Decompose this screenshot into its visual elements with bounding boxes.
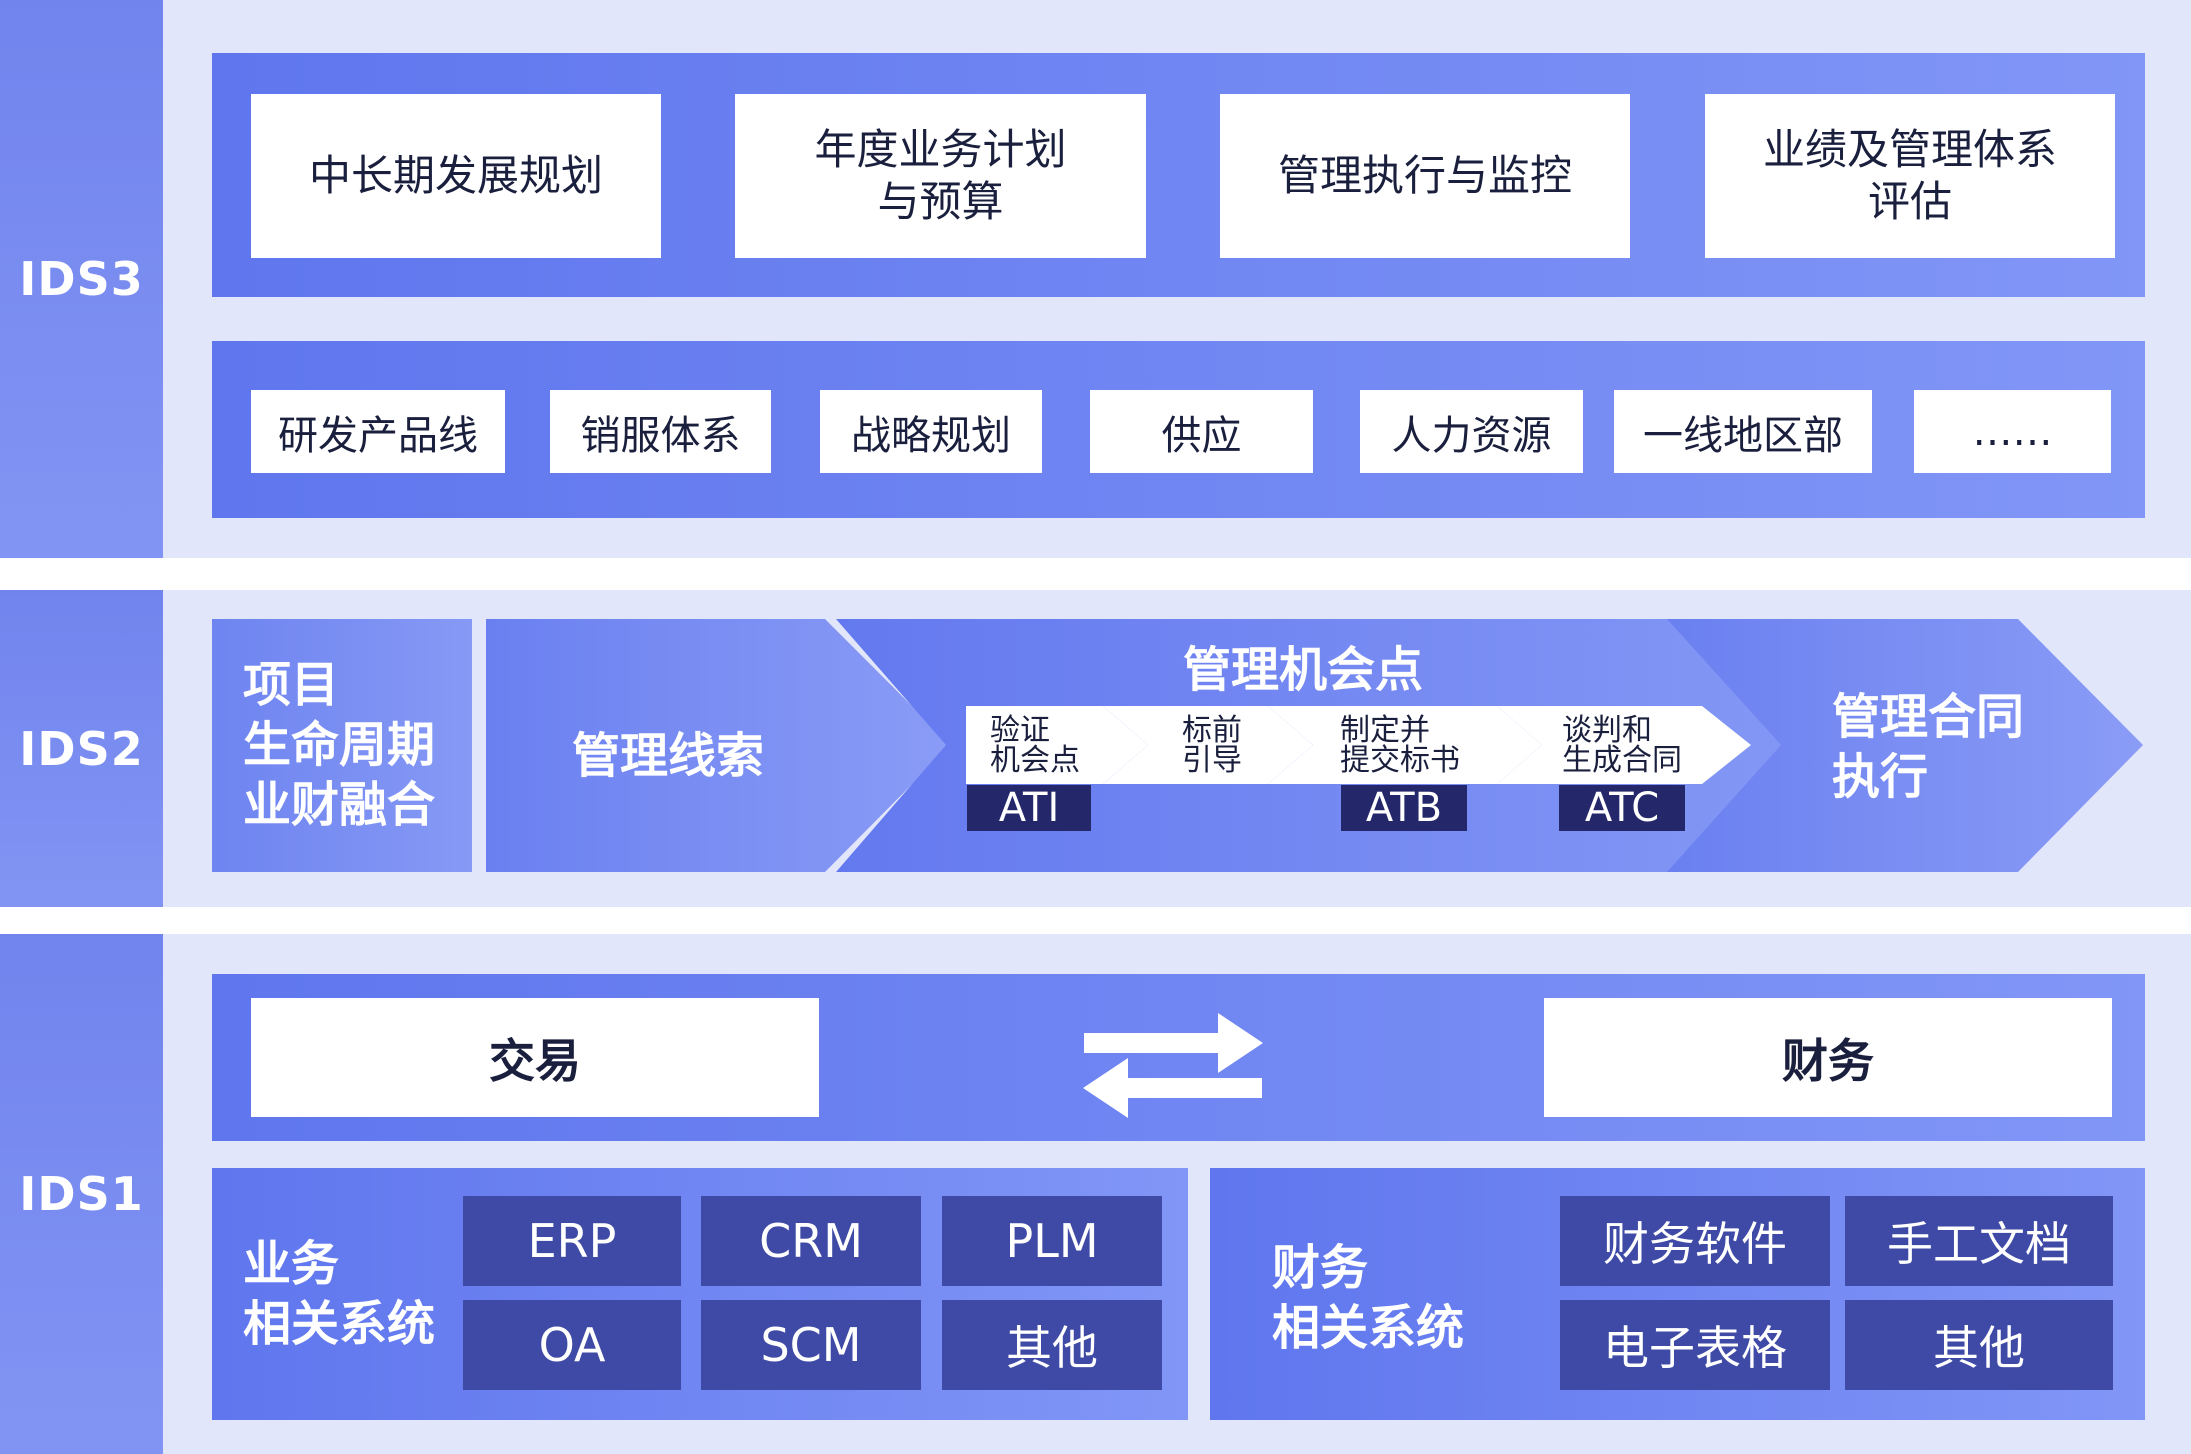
ids2-lead-text: 项目 生命周期 业财融合 [243, 657, 436, 833]
ids2-label: IDS2 [0, 590, 163, 907]
ids3-label: IDS3 [0, 0, 163, 558]
step-chevron-2 [1103, 706, 1313, 784]
tag-ati: ATI [967, 785, 1091, 831]
arrow-manage-contract [1667, 619, 2143, 872]
ids3-box-strategy: 战略规划 [820, 390, 1042, 473]
biz-system-oa: OA [463, 1300, 681, 1390]
arrow-manage-opportunities-title: 管理机会点 [1183, 642, 1424, 698]
ids1-trade-box: 交易 [251, 998, 819, 1117]
arrow-manage-leads-label: 管理线索 [572, 728, 765, 784]
ids1-fin-systems-label: 财务 相关系统 [1272, 1240, 1465, 1356]
ids1-finance-box: 财务 [1544, 998, 2112, 1117]
fin-system-other: 其他 [1845, 1300, 2113, 1390]
step-prepare-submit-bid: 制定并 提交标书 [1340, 713, 1460, 778]
ids1-label: IDS1 [0, 934, 163, 1454]
ids1-biz-systems-label: 业务 相关系统 [243, 1236, 436, 1352]
fin-system-manual-docs: 手工文档 [1845, 1196, 2113, 1286]
fin-system-finance-software: 财务软件 [1560, 1196, 1830, 1286]
ids3-box-performance-evaluation: 业绩及管理体系 评估 [1705, 94, 2115, 258]
biz-system-other: 其他 [942, 1300, 1162, 1390]
ids2-lead-box [212, 619, 472, 872]
ids3-box-annual-plan: 年度业务计划 与预算 [735, 94, 1146, 258]
ids3-box-more: …… [1914, 390, 2111, 473]
ids3-box-execution-monitoring: 管理执行与监控 [1220, 94, 1630, 258]
fin-system-spreadsheets: 电子表格 [1560, 1300, 1830, 1390]
ids3-box-sales-service: 销服体系 [550, 390, 771, 473]
ids3-box-frontline-region: 一线地区部 [1614, 390, 1872, 473]
arrow-manage-contract-label: 管理合同 执行 [1832, 689, 2025, 805]
tag-atc: ATC [1559, 785, 1685, 831]
ids3-box-supply: 供应 [1090, 390, 1313, 473]
arrow-manage-leads [486, 619, 951, 872]
step-chevron-4 [1497, 706, 1751, 784]
biz-system-scm: SCM [701, 1300, 921, 1390]
tag-atb: ATB [1341, 785, 1467, 831]
step-verify-opportunity: 验证 机会点 [990, 713, 1080, 778]
ids3-box-long-term-plan: 中长期发展规划 [251, 94, 661, 258]
biz-system-crm: CRM [701, 1196, 921, 1286]
step-chevron-3 [1268, 706, 1542, 784]
ids3-box-hr: 人力资源 [1360, 390, 1583, 473]
biz-system-erp: ERP [463, 1196, 681, 1286]
ids3-box-rd-product-line: 研发产品线 [251, 390, 505, 473]
swap-arrows-icon [1083, 1013, 1263, 1118]
biz-system-plm: PLM [942, 1196, 1162, 1286]
step-chevron-1 [966, 706, 1148, 784]
step-pre-bid-guidance: 标前 引导 [1182, 713, 1242, 778]
step-negotiate-contract: 谈判和 生成合同 [1562, 713, 1682, 778]
